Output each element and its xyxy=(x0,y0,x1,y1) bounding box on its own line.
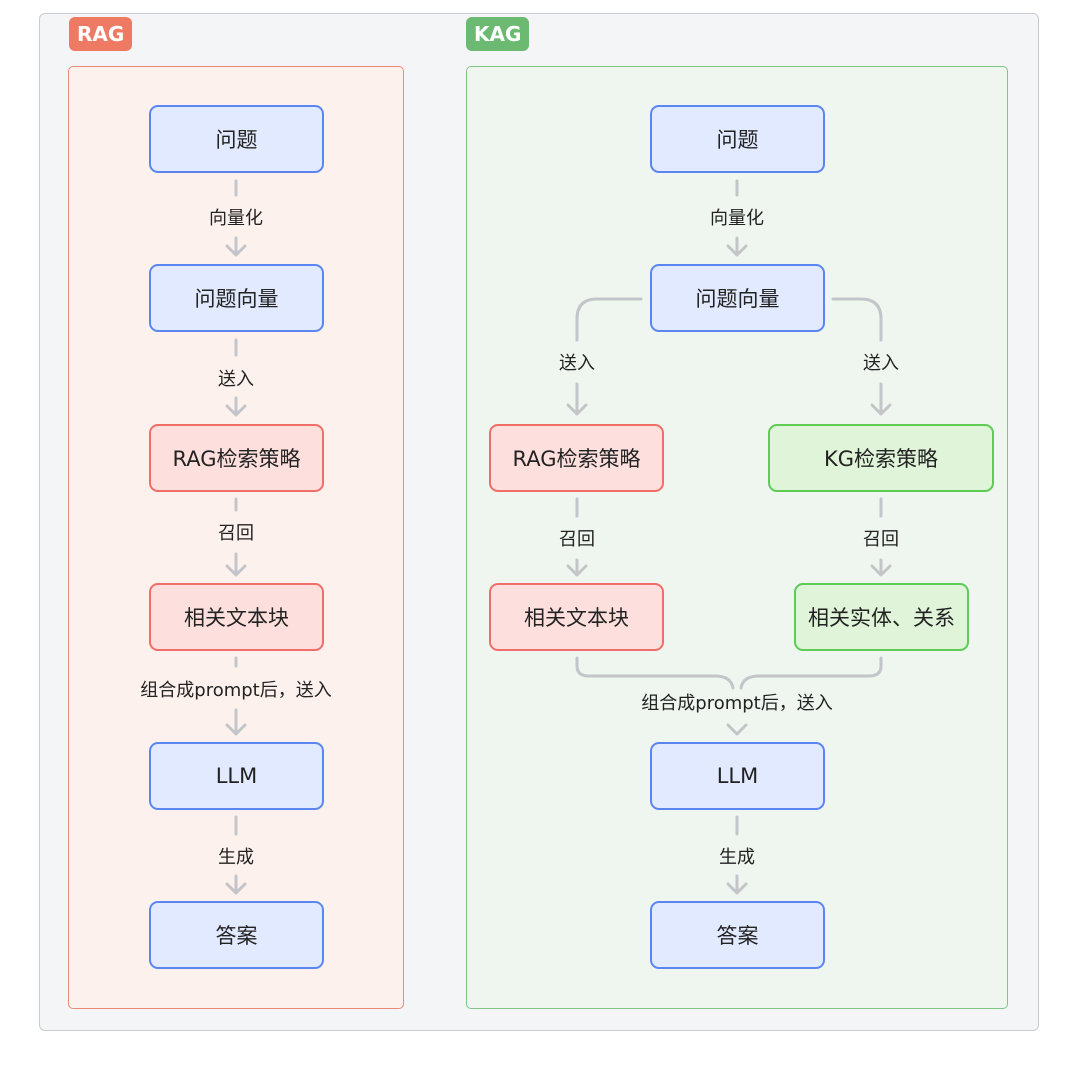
rag-node-text-chunks: 相关文本块 xyxy=(149,583,324,651)
kag-arrow-recall-right xyxy=(870,497,892,577)
rag-tag: RAG xyxy=(69,17,133,51)
kag-node-rag-strategy: RAG检索策略 xyxy=(489,424,664,492)
kag-tag: KAG xyxy=(466,17,530,51)
kag-label-send-right: 送入 xyxy=(863,353,899,374)
rag-node-llm: LLM xyxy=(149,742,324,810)
rag-arrow-recall xyxy=(225,497,247,577)
kag-arrow-send-right xyxy=(831,297,892,416)
rag-node-question-vector: 问题向量 xyxy=(149,264,324,332)
rag-node-rag-strategy: RAG检索策略 xyxy=(149,424,324,492)
kag-arrow-combine-tip xyxy=(726,723,748,736)
kag-label-recall-left: 召回 xyxy=(559,529,595,550)
kag-label-vectorize: 向量化 xyxy=(710,208,764,229)
kag-node-answer: 答案 xyxy=(650,901,825,969)
kag-arrow-combine-right xyxy=(739,656,883,690)
rag-label-vectorize: 向量化 xyxy=(209,208,263,229)
rag-arrow-vectorize xyxy=(225,179,247,257)
kag-arrow-combine-left xyxy=(575,656,735,690)
rag-label-generate: 生成 xyxy=(218,847,254,868)
kag-node-text-chunks: 相关文本块 xyxy=(489,583,664,651)
kag-arrow-generate xyxy=(726,815,748,895)
rag-arrow-combine xyxy=(225,656,247,736)
rag-label-combine: 组合成prompt后，送入 xyxy=(140,680,332,701)
kag-label-recall-right: 召回 xyxy=(863,529,899,550)
kag-node-question: 问题 xyxy=(650,105,825,173)
rag-label-send: 送入 xyxy=(218,369,254,390)
kag-label-send-left: 送入 xyxy=(559,353,595,374)
kag-arrow-recall-left xyxy=(566,497,588,577)
kag-arrow-send-left xyxy=(566,297,643,416)
rag-panel xyxy=(68,66,404,1009)
rag-arrow-generate xyxy=(225,815,247,895)
kag-label-combine: 组合成prompt后，送入 xyxy=(641,693,833,714)
kag-node-question-vector: 问题向量 xyxy=(650,264,825,332)
kag-node-entities-relations: 相关实体、关系 xyxy=(794,583,969,651)
rag-node-question: 问题 xyxy=(149,105,324,173)
kag-label-generate: 生成 xyxy=(719,847,755,868)
rag-arrow-send xyxy=(225,338,247,417)
kag-node-kg-strategy: KG检索策略 xyxy=(768,424,994,492)
rag-label-recall: 召回 xyxy=(218,523,254,544)
kag-node-llm: LLM xyxy=(650,742,825,810)
kag-panel xyxy=(466,66,1008,1009)
kag-arrow-vectorize xyxy=(726,179,748,257)
rag-node-answer: 答案 xyxy=(149,901,324,969)
